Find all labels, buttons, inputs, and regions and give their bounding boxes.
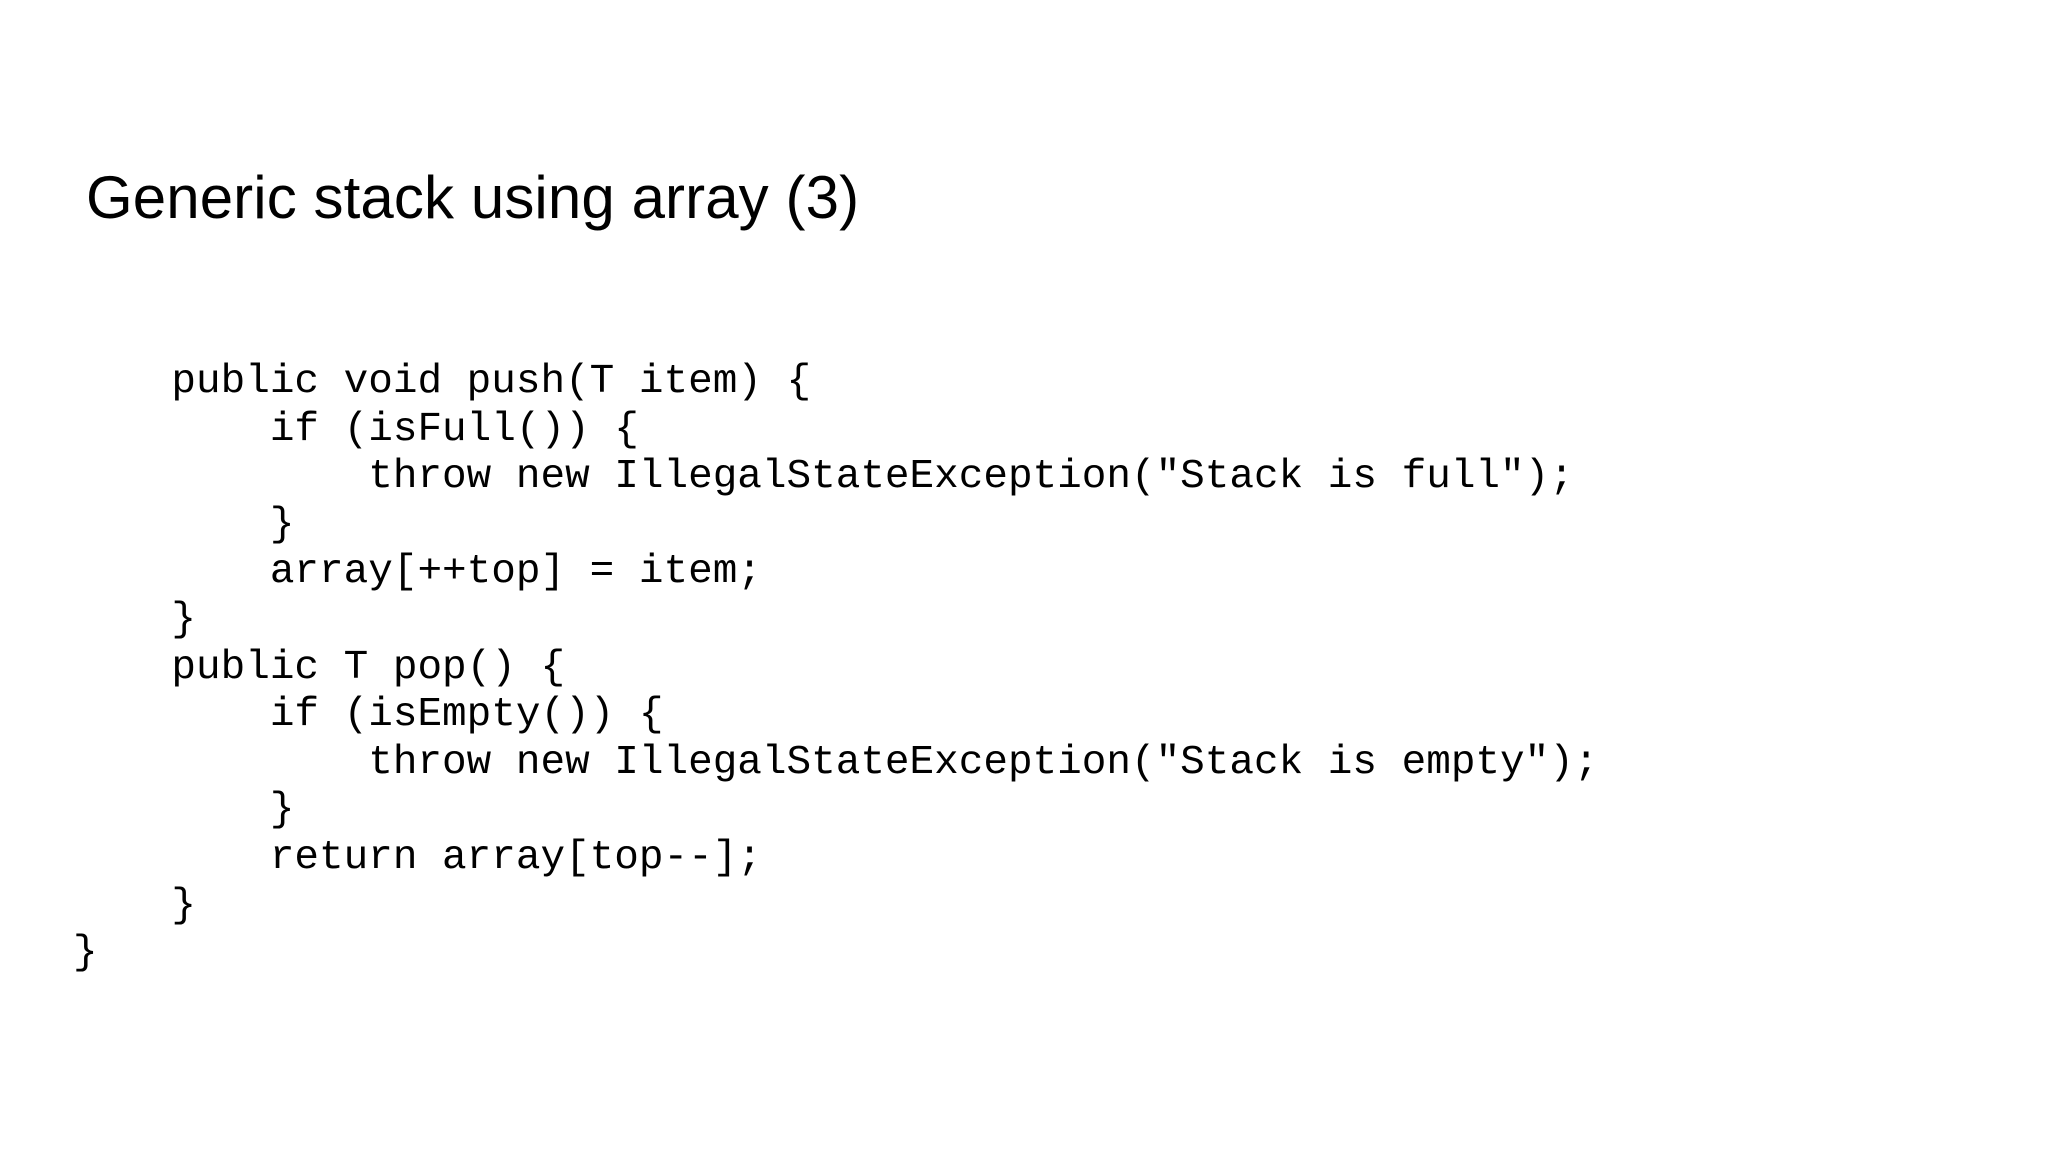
- code-line: if (isFull()) {: [73, 406, 639, 453]
- code-line: return array[top--];: [73, 834, 762, 881]
- code-line: if (isEmpty()) {: [73, 692, 664, 739]
- code-line: }: [73, 787, 295, 834]
- code-line: public void push(T item) {: [73, 359, 812, 405]
- code-line: throw new IllegalStateException("Stack i…: [73, 739, 1599, 786]
- page-title: Generic stack using array (3): [86, 164, 860, 232]
- code-line: }: [73, 882, 197, 929]
- code-line: public T pop() {: [73, 644, 566, 691]
- code-line: }: [73, 930, 98, 977]
- code-line: array[++top] = item;: [73, 549, 762, 596]
- code-line: }: [73, 501, 295, 548]
- code-line: throw new IllegalStateException("Stack i…: [73, 454, 1574, 501]
- code-line: }: [73, 596, 197, 643]
- code-block: public void push(T item) { if (isFull())…: [73, 359, 1598, 978]
